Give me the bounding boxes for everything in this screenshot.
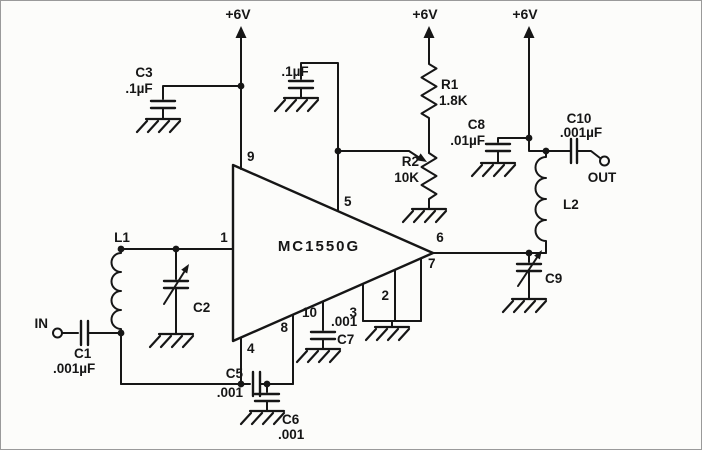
ground-r2-icon	[401, 207, 448, 224]
c7-value: .001	[331, 314, 358, 329]
ground-c9-icon	[501, 297, 548, 314]
c6-value: .001	[278, 427, 305, 442]
capacitor-c6	[253, 392, 281, 403]
c10-value: .001µF	[560, 125, 602, 140]
c8-name: C8	[468, 117, 486, 132]
c2-name: C2	[193, 300, 210, 315]
pin-4-label: 4	[247, 341, 255, 356]
pin-5-label: 5	[344, 194, 352, 209]
c5-name: C5	[226, 366, 244, 381]
resistor-r2-body	[420, 152, 438, 210]
c10-name: C10	[567, 111, 592, 126]
capacitor-c5	[251, 370, 262, 398]
ground-pins-icon	[364, 325, 411, 342]
capacitor-c8	[484, 142, 512, 153]
c1-name: C1	[74, 346, 92, 361]
resistor-r1-body	[420, 58, 438, 154]
output-terminal	[599, 155, 610, 167]
pin-9-label: 9	[247, 149, 255, 164]
c8-value: .01µF	[450, 133, 485, 148]
l1-name: L1	[114, 230, 130, 245]
c2-arrow-icon	[181, 264, 189, 274]
c3-value: .1µF	[125, 81, 152, 96]
ground-c3-icon	[135, 117, 182, 134]
labels: +6V +6V +6V C3 .1µF .1µF R1 1.8K R2 10K …	[35, 6, 618, 442]
capacitor-bypass	[287, 79, 315, 90]
pin-6-label: 6	[436, 230, 444, 245]
capacitor-c1	[79, 319, 90, 347]
pot-wiper-arrow-icon	[416, 153, 427, 162]
r1-name: R1	[441, 77, 459, 92]
r2-value: 10K	[394, 170, 419, 185]
ic-mc1550g: MC1550G	[231, 163, 435, 343]
ground-c8-icon	[470, 161, 517, 178]
bypass-cap-value: .1µF	[281, 64, 308, 79]
ground-c7-icon	[295, 347, 342, 364]
pin-3-label: 3	[349, 305, 357, 320]
supply1-label: +6V	[225, 6, 251, 22]
supply2-arrow-icon	[423, 26, 435, 38]
inductor-l2	[534, 150, 547, 254]
ground-c6-icon	[239, 409, 286, 426]
c9-arrow-icon	[534, 250, 542, 260]
supply1-arrow-icon	[235, 26, 247, 38]
inductor-l1	[110, 248, 122, 385]
ground-bypass-icon	[273, 96, 320, 113]
l2-name: L2	[563, 197, 579, 212]
capacitor-c10	[569, 137, 579, 165]
c3-name: C3	[135, 65, 153, 80]
input-label: IN	[35, 316, 49, 331]
c5-value: .001	[217, 385, 244, 400]
input-terminal	[52, 327, 63, 339]
c1-value: .001µF	[53, 361, 95, 376]
c9-name: C9	[545, 271, 562, 286]
capacitor-c9-variable	[515, 250, 543, 287]
ground-c2-icon	[148, 332, 195, 349]
r2-name: R2	[402, 154, 419, 169]
r1-value: 1.8K	[439, 93, 468, 108]
capacitor-c7	[309, 330, 337, 341]
junction-dots	[117, 82, 550, 388]
pin-1-label: 1	[220, 230, 228, 245]
capacitor-c3	[149, 99, 177, 110]
supply3-arrow-icon	[523, 26, 535, 38]
c7-name: C7	[337, 332, 354, 347]
c6-name: C6	[282, 412, 300, 427]
supply3-label: +6V	[512, 6, 538, 22]
pin-7-label: 7	[428, 256, 436, 271]
pin-2-label: 2	[381, 288, 389, 303]
output-label: OUT	[588, 170, 617, 185]
pin-8-label: 8	[280, 320, 288, 335]
supply2-label: +6V	[412, 6, 438, 22]
ic-label: MC1550G	[278, 238, 360, 255]
pin-10-label: 10	[302, 305, 317, 320]
capacitor-c2-variable	[162, 264, 190, 305]
